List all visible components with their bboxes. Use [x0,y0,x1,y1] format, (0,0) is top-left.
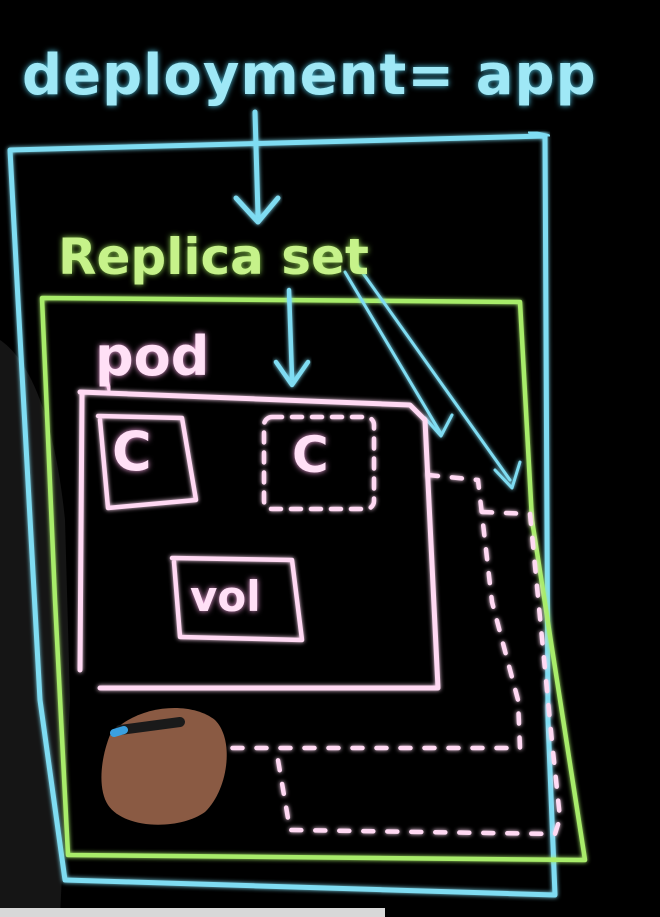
container-label-2: C [292,426,329,484]
volume-box [169,555,305,643]
subtitle-bar [0,908,385,917]
pod-label: pod [95,325,210,388]
arrow-replicaset-to-pod-2 [343,270,454,438]
replicaset-label: Replica set [58,228,369,286]
volume-label: vol [190,572,261,621]
pod-replica-outline-2 [275,509,563,837]
deployment-label: deployment= app [22,43,597,108]
container-box-1 [95,413,199,511]
pod-label-tick [103,373,112,394]
pod-box [77,389,441,691]
container-label-1: C [112,420,152,483]
replicaset-box [39,295,588,863]
presenter-hand [101,708,227,825]
arrow-replicaset-to-pod [273,287,311,388]
arrow-deployment-to-replicaset [233,109,281,225]
container-box-2 [261,414,377,512]
pod-replica-outline-1 [212,472,523,751]
deployment-box [7,133,558,898]
deployment-box-corner [528,130,550,138]
arrow-replicaset-to-pod-3 [353,260,522,490]
